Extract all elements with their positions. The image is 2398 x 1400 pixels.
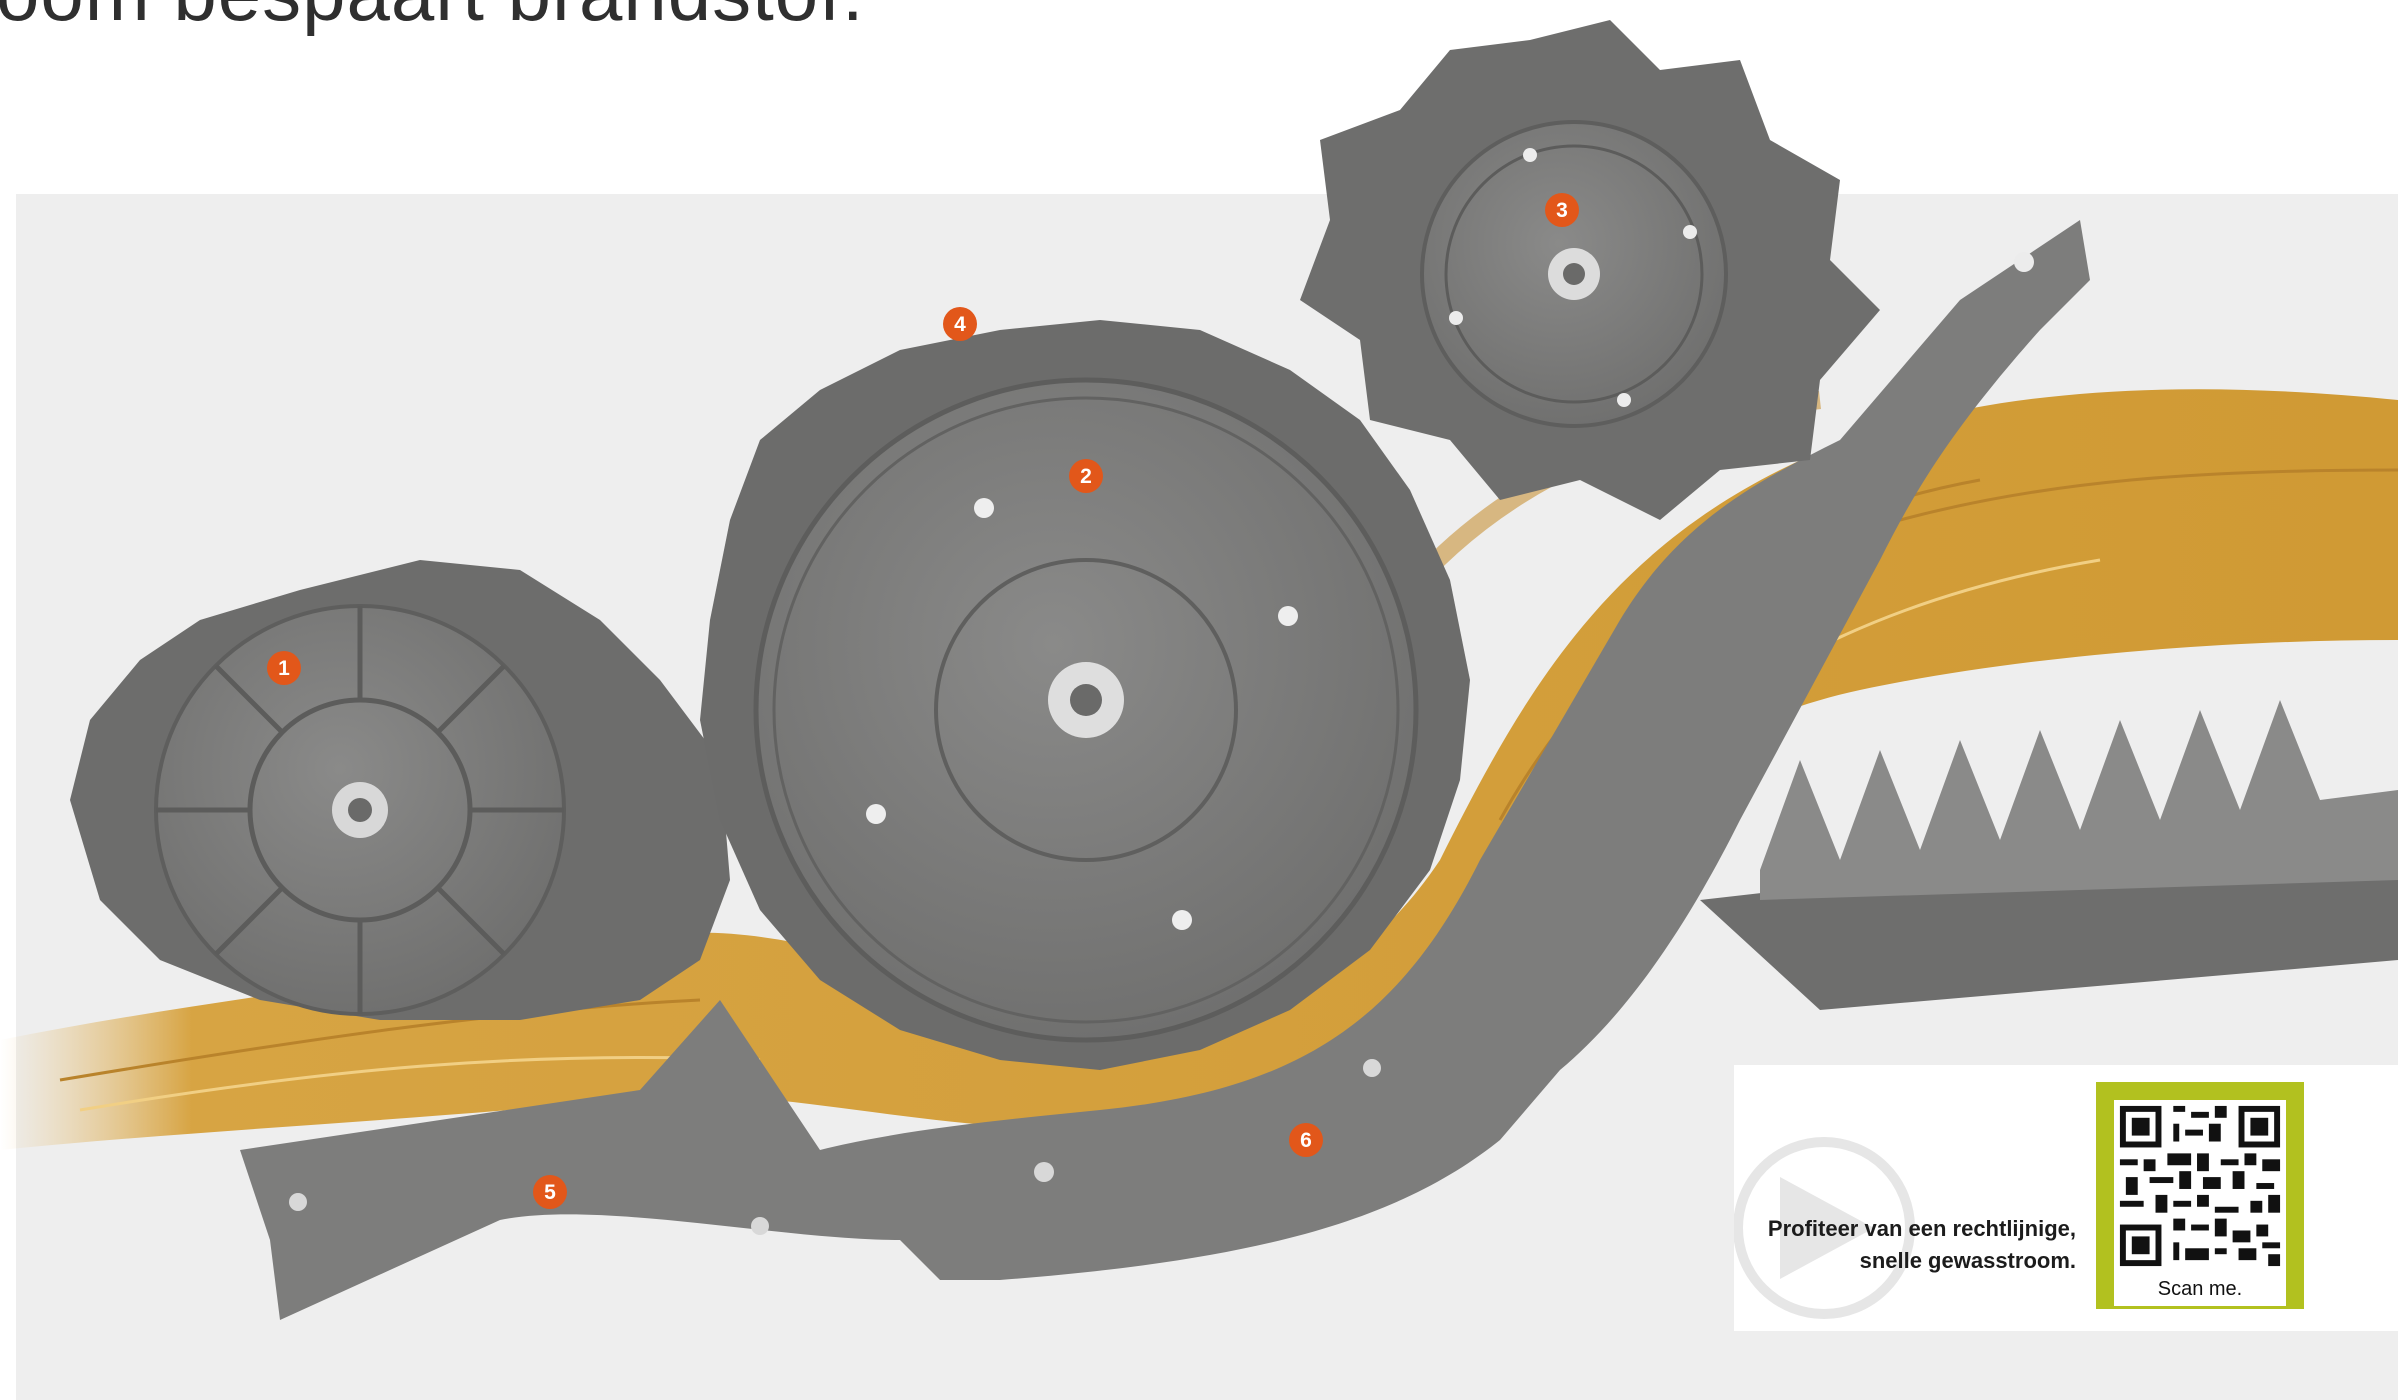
marker-4: 4 xyxy=(943,307,977,341)
video-cta-box[interactable]: Profiteer van een rechtlijnige, snelle g… xyxy=(1734,1065,2398,1331)
qr-code-frame[interactable]: Scan me. xyxy=(2096,1082,2304,1309)
qr-code[interactable] xyxy=(2114,1100,2286,1272)
marker-3: 3 xyxy=(1545,193,1579,227)
cta-text: Profiteer van een rechtlijnige, snelle g… xyxy=(1767,1216,2076,1273)
marker-2: 2 xyxy=(1069,459,1103,493)
feeder-frame xyxy=(240,220,2398,1320)
drum-3 xyxy=(1300,20,1880,520)
play-icon[interactable] xyxy=(1734,1125,1934,1331)
drum-2 xyxy=(700,320,1470,1070)
qr-code-icon xyxy=(2114,1100,2286,1272)
marker-1: 1 xyxy=(267,651,301,685)
drum-1 xyxy=(70,560,730,1020)
qr-caption: Scan me. xyxy=(2157,1278,2243,1300)
marker-6: 6 xyxy=(1289,1123,1323,1157)
marker-5: 5 xyxy=(533,1175,567,1209)
headline: oom bespaart brandstof. xyxy=(0,0,865,39)
qr-caption-background xyxy=(2114,1272,2286,1306)
